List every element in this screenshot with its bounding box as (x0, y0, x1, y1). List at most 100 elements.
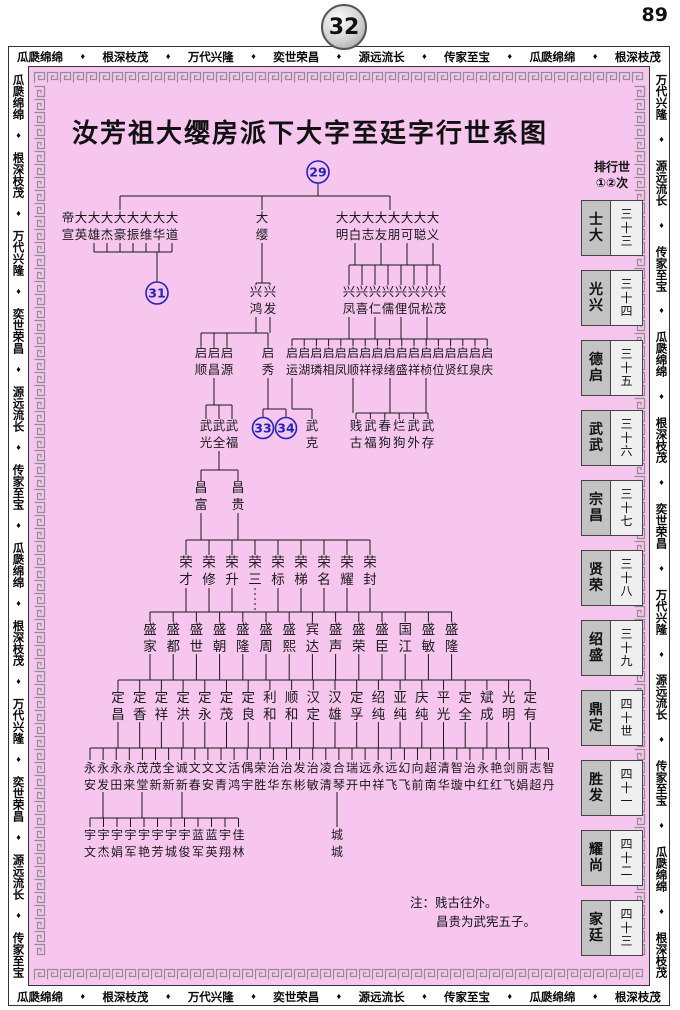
person-name-char: 盛 (190, 622, 204, 638)
person-name-char: 定 (133, 690, 147, 706)
meander-ornament (631, 71, 644, 83)
generation-pair: 家廷 (582, 901, 611, 956)
generation-row: 绍盛三十九 (581, 620, 643, 677)
meander-ornament (34, 865, 46, 878)
person-name-char: 永 (198, 707, 212, 723)
meander-ornament (85, 71, 98, 83)
person-name-char: 治 (280, 761, 292, 775)
person-name-char: 盛 (329, 622, 343, 638)
meander-ornament (34, 371, 46, 384)
meander-ornament (34, 358, 46, 371)
meander-ornament (34, 215, 46, 228)
meander-ornament (410, 71, 423, 83)
person-name-char: 声 (329, 639, 343, 655)
meander-ornament (228, 71, 241, 83)
border-phrases-top: 瓜瓞绵绵♦根深枝茂♦万代兴隆♦奕世荣昌♦源远流长♦传家至宝♦瓜瓞绵绵♦根深枝茂 (9, 47, 669, 66)
meander-ornament (397, 71, 410, 83)
meander-ornament (566, 968, 579, 980)
person-name-char: 武 (306, 418, 319, 433)
person-name-char: 大 (414, 210, 427, 225)
meander-ornament (293, 968, 306, 980)
person-name-char: 斌 (480, 690, 494, 706)
person-name-char: 纯 (393, 707, 407, 723)
border-phrase: 根深枝茂 (654, 931, 669, 978)
person-name-char: 祥 (408, 363, 420, 377)
meander-ornament (176, 71, 189, 83)
meander-ornament (371, 71, 384, 83)
meander-ornament (605, 968, 618, 980)
generation-pair: 德启 (582, 341, 611, 396)
generation-rows: 士大三十三光兴三十四德启三十五武武三十六宗昌三十七贤荣三十八绍盛三十九鼎定四十世… (576, 200, 648, 957)
border-phrase: 源远流长 (11, 854, 26, 900)
person-name-char: 宇 (124, 828, 136, 842)
meander-ornament (34, 488, 46, 501)
person-name-char: 盛 (422, 622, 436, 638)
meander-ornament (254, 968, 267, 980)
person-name-char: 启 (262, 345, 275, 360)
person-name-char: 纯 (415, 707, 429, 723)
meander-ornament (280, 968, 293, 980)
meander-ornament (98, 71, 111, 83)
person-name-char: 兴 (408, 284, 421, 299)
person-name-char: 红 (457, 362, 469, 377)
person-name-char: 诚 (176, 761, 188, 775)
generation-marker-number: 31 (148, 286, 165, 301)
meander-ornament (306, 71, 319, 83)
person-name-char: 祥 (372, 778, 384, 792)
meander-ornament (34, 332, 46, 345)
person-name-char: 启 (408, 346, 420, 360)
meander-ornament (34, 462, 46, 475)
strip-ornament-icon: ♦ (592, 52, 599, 61)
person-name-char: 缨 (256, 227, 269, 242)
person-name-char: 兴 (356, 284, 369, 299)
strip-ornament-icon: ♦ (657, 221, 666, 230)
person-name-char: 永 (372, 761, 384, 775)
person-name-char: 臣 (375, 639, 389, 655)
meander-ornament (85, 968, 98, 980)
person-name-char: 松 (421, 301, 434, 316)
person-name-char: 彬 (294, 778, 306, 792)
strip-ornament-icon: ♦ (657, 564, 666, 573)
person-name-char: 兴 (421, 284, 434, 299)
person-name-char: 超 (529, 777, 541, 792)
meander-ornament (423, 71, 436, 83)
person-name-char: 启 (208, 345, 221, 360)
border-phrase: 根深枝茂 (614, 989, 661, 1004)
person-name-char: 利 (263, 690, 277, 706)
meander-ornament (449, 71, 462, 83)
strip-ornament-icon: ♦ (250, 992, 257, 1001)
meander-ornament (34, 670, 46, 683)
person-name-char: 荣 (317, 555, 331, 571)
person-name-char: 定 (155, 690, 169, 706)
strip-ornament-icon: ♦ (657, 736, 666, 745)
meander-ornament (319, 968, 332, 980)
border-phrase: 根深枝茂 (102, 49, 149, 64)
meander-ornament (514, 71, 527, 83)
person-name-char: 大 (88, 210, 101, 225)
person-name-char: 超 (425, 760, 437, 775)
meander-ornament (34, 150, 46, 163)
person-name-char: 隆 (445, 639, 459, 655)
meander-ornament (634, 397, 646, 410)
meander-ornament (605, 71, 618, 83)
strip-ornament-icon: ♦ (164, 52, 172, 61)
person-name-char: 绪 (384, 363, 396, 377)
generation-pair: 胜发 (582, 761, 611, 816)
generation-row: 德启三十五 (581, 340, 643, 397)
border-phrase: 根深枝茂 (654, 417, 669, 464)
meander-ornament (34, 293, 46, 306)
meander-ornament (34, 774, 46, 787)
person-name-char: 安 (202, 777, 214, 792)
note-line: 昌贵为武宪五子。 (436, 914, 537, 930)
person-name-char: 定 (220, 690, 234, 706)
meander-ornament (332, 71, 345, 83)
strip-ornament-icon: ♦ (421, 52, 428, 61)
generation-number: 三十五 (611, 341, 642, 396)
person-name-char: 纯 (372, 707, 386, 723)
person-name-char: 启 (432, 346, 444, 360)
meander-ornament (34, 891, 46, 904)
person-name-char: 华 (438, 778, 450, 792)
meander-ornament (475, 968, 488, 980)
meander-ornament (332, 968, 345, 980)
person-name-char: 启 (335, 346, 347, 360)
